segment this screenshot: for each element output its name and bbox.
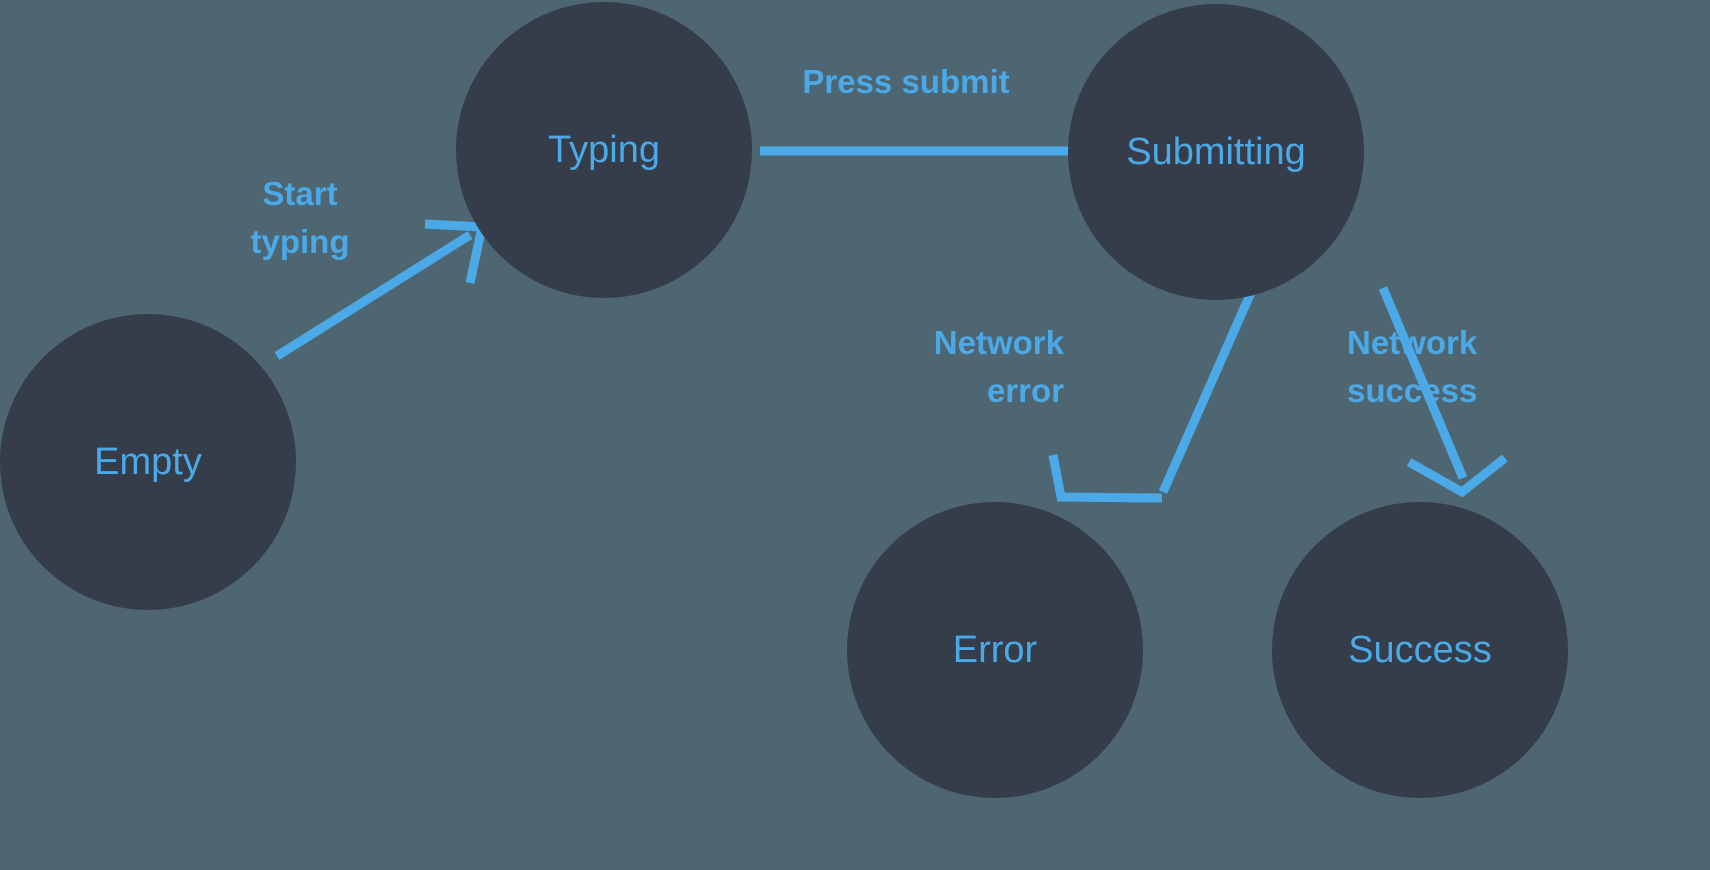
node-typing-label: Typing	[548, 129, 660, 171]
node-success-circle[interactable]	[1272, 502, 1568, 798]
node-error-circle[interactable]	[847, 502, 1143, 798]
edge-label-start-typing-line2: typing	[251, 223, 350, 260]
edge-label-network-success-line1: Network	[1347, 324, 1478, 361]
edge-label-network-error-line1: Network	[934, 324, 1065, 361]
node-error[interactable]: Error	[847, 502, 1143, 798]
node-submitting-label: Submitting	[1126, 131, 1306, 173]
edge-empty-to-typing-line	[274, 231, 473, 360]
node-typing[interactable]: Typing	[456, 2, 752, 298]
node-empty-circle[interactable]	[0, 314, 296, 610]
node-success[interactable]: Success	[1272, 502, 1568, 798]
node-typing-circle[interactable]	[456, 2, 752, 298]
edge-submitting-to-success-arrowhead	[1406, 454, 1508, 498]
edge-submitting-to-success	[1378, 286, 1508, 498]
edge-label-network-success-line2: success	[1347, 372, 1477, 409]
node-success-label: Success	[1348, 629, 1492, 671]
node-empty[interactable]: Empty	[0, 314, 296, 610]
node-empty-label: Empty	[94, 441, 202, 483]
edge-submitting-to-error	[1048, 286, 1258, 503]
edge-label-press-submit: Press submit	[802, 63, 1009, 100]
node-error-label: Error	[953, 629, 1038, 671]
edge-submitting-to-error-arrowhead	[1048, 454, 1163, 503]
edge-submitting-to-success-line	[1378, 286, 1468, 480]
edge-label-network-error-line2: error	[987, 372, 1064, 409]
node-submitting-circle[interactable]	[1068, 4, 1364, 300]
node-submitting[interactable]: Submitting	[1068, 4, 1364, 300]
edge-label-start-typing-line1: Start	[262, 175, 337, 212]
edge-submitting-to-error-line	[1158, 286, 1258, 494]
